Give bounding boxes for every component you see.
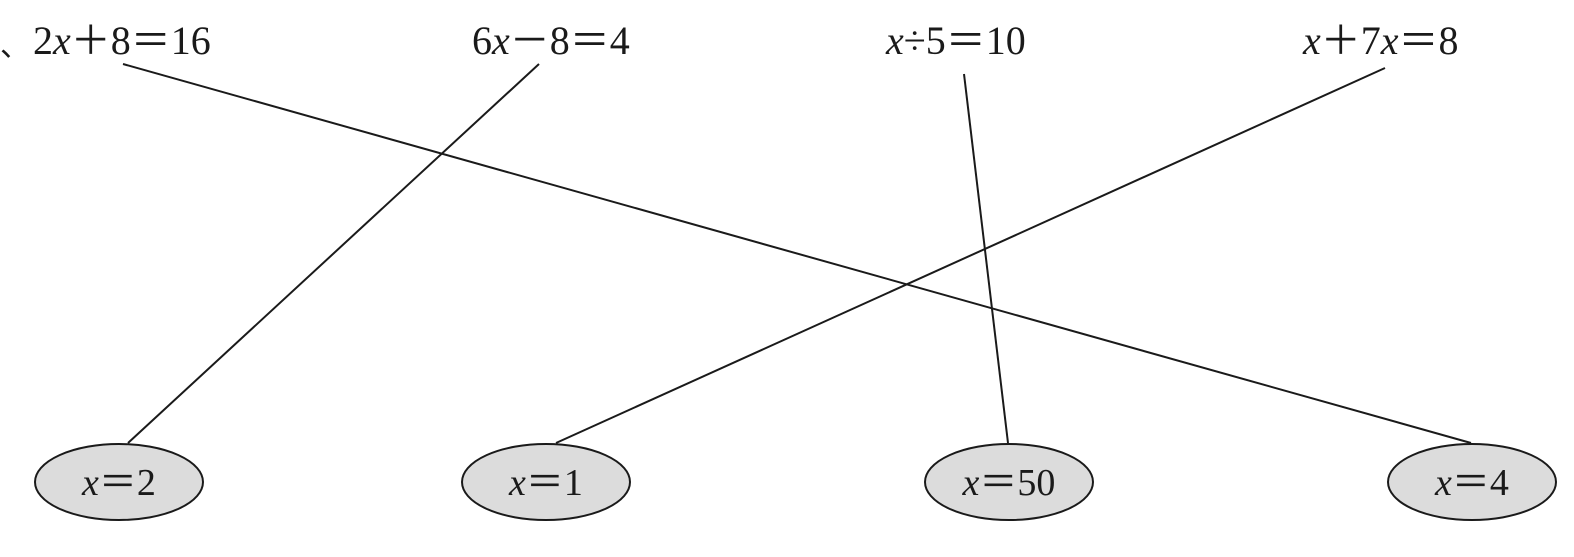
answer-bubble-3 bbox=[924, 443, 1094, 521]
equation-2: 6x－8＝4 bbox=[472, 18, 630, 63]
answer-bubble-4 bbox=[1387, 443, 1557, 521]
answer-4: x＝4 bbox=[1387, 443, 1557, 521]
answer-label-3: x＝50 bbox=[962, 462, 1056, 504]
answer-label-1: x＝2 bbox=[81, 462, 156, 504]
connector-line-eq3-ans3 bbox=[963, 73, 1009, 444]
connector-line-eq1-ans4 bbox=[122, 63, 1472, 444]
answer-row: x＝2 x＝1 x＝50 x＝4 bbox=[34, 443, 1557, 521]
equation-3: x÷5＝10 bbox=[885, 18, 1026, 63]
answer-2: x＝1 bbox=[461, 443, 631, 521]
answer-3: x＝50 bbox=[924, 443, 1094, 521]
connector-line-eq2-ans1 bbox=[127, 63, 540, 444]
answer-1: x＝2 bbox=[34, 443, 204, 521]
connector-lines bbox=[122, 63, 1472, 444]
answer-bubble-1 bbox=[34, 443, 204, 521]
equation-4: x＋7x＝8 bbox=[1302, 18, 1459, 63]
equation-row: 2x＋8＝16 6x－8＝4 x÷5＝10 x＋7x＝8 bbox=[33, 18, 1459, 63]
question-mark: 、 bbox=[0, 29, 30, 64]
equation-1: 2x＋8＝16 bbox=[33, 18, 211, 63]
answer-label-2: x＝1 bbox=[508, 462, 583, 504]
answer-label-4: x＝4 bbox=[1434, 462, 1509, 504]
answer-bubble-2 bbox=[461, 443, 631, 521]
connector-line-eq4-ans2 bbox=[555, 67, 1386, 444]
